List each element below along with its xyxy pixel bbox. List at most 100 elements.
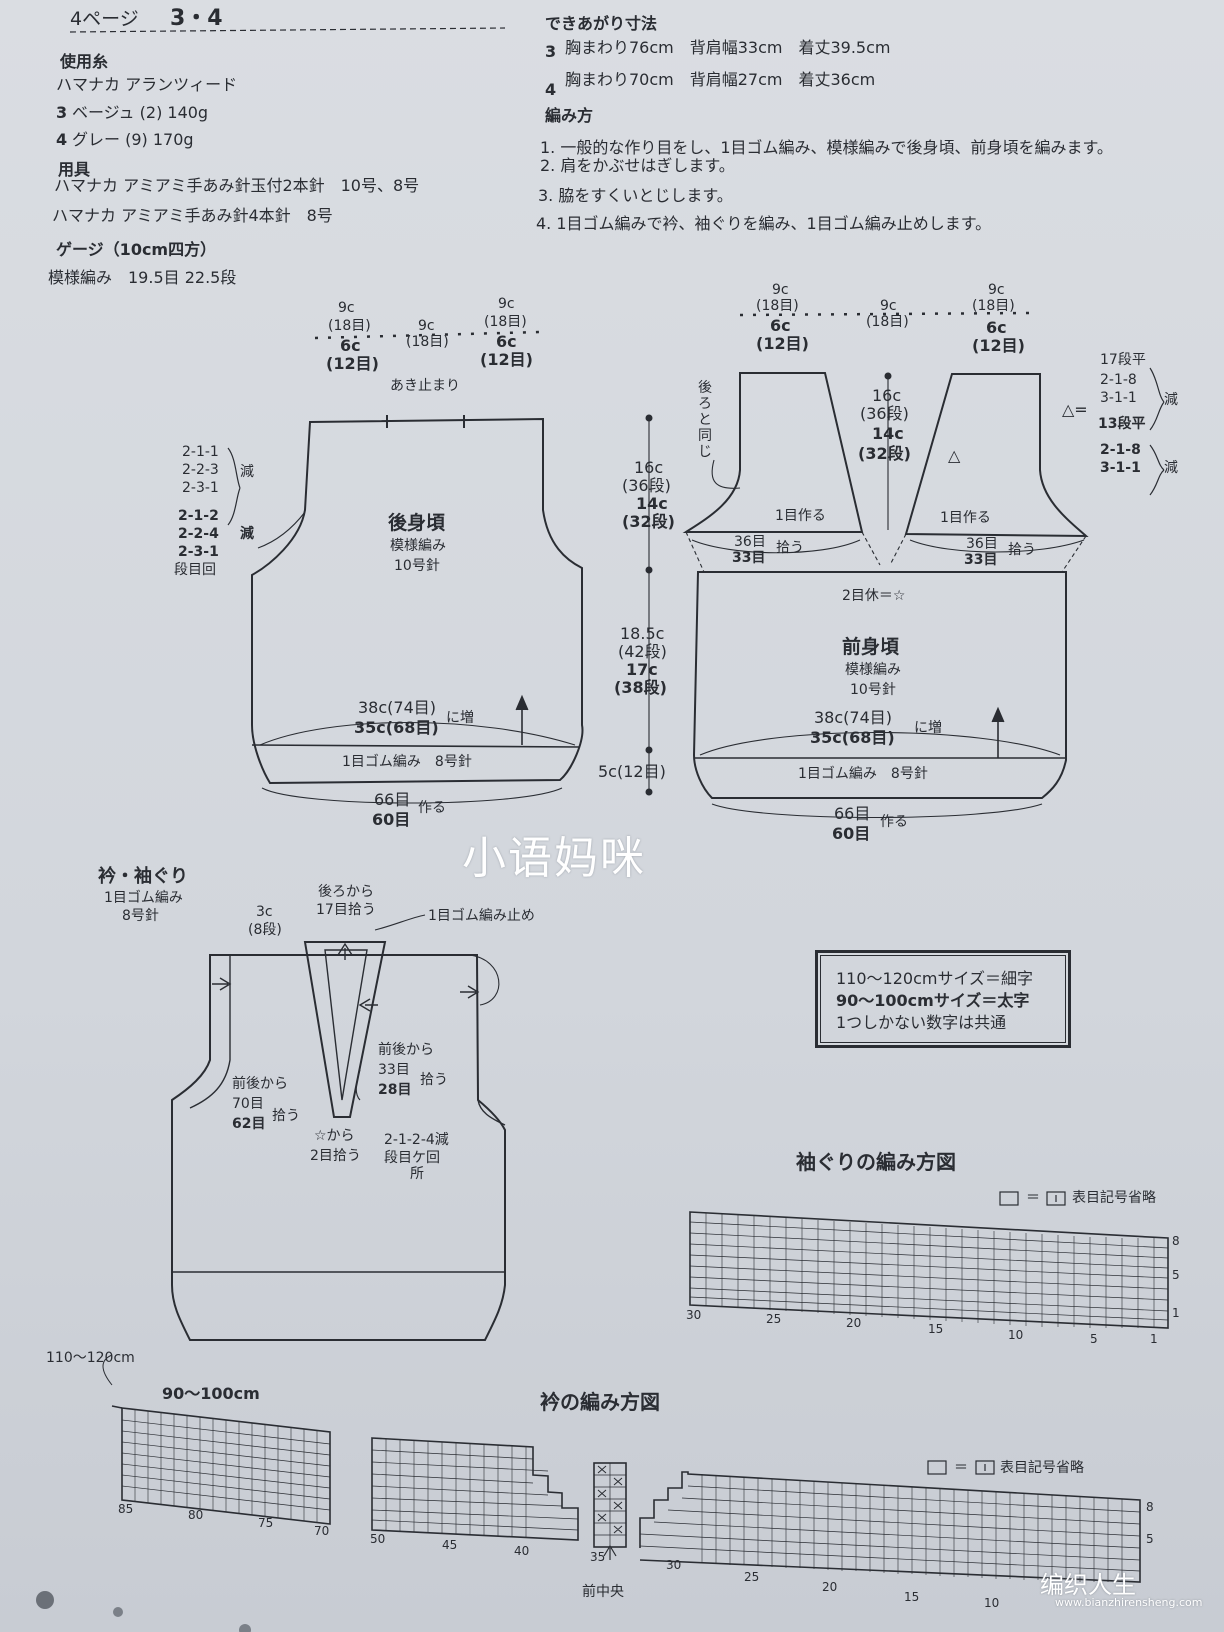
collar-arm-a: 前後から xyxy=(232,1076,288,1092)
back-top-right-b: (18目) xyxy=(484,314,527,330)
mid-body-b: (42段) xyxy=(618,642,667,661)
finished-size-3-number: 3 xyxy=(545,42,557,61)
armhole-legend-empty-square xyxy=(999,1191,1019,1206)
front-title: 前身頃 xyxy=(842,636,900,658)
front-pick-left-b: 33目 xyxy=(732,550,766,566)
size-legend-line1: 110〜120cmサイズ＝細字 xyxy=(836,969,1033,988)
collar-dec-c: 所 xyxy=(410,1166,424,1182)
back-top-right-c: 6c xyxy=(496,332,517,351)
yarn-brand: ハマナカ アランツィード xyxy=(56,75,238,94)
armhole-legend-knit-square xyxy=(1046,1191,1066,1206)
front-top-right-b: (18目) xyxy=(972,298,1015,314)
collar-arm-c: 62目 xyxy=(232,1116,266,1132)
collar-bindoff-leader xyxy=(374,914,426,931)
front-pick-left-a: 36目 xyxy=(734,534,766,550)
collar-x-40: 40 xyxy=(514,1544,530,1558)
front-r-c: 2-1-8 xyxy=(1100,442,1141,458)
collar-y-5: 5 xyxy=(1146,1532,1154,1546)
method-step-1: 1. 一般的な作り目をし、1目ゴム編み、模様編みで後身頃、前身頃を編みます。 xyxy=(540,138,1113,157)
back-increase: に増 xyxy=(446,710,474,726)
watermark-text: 小语妈咪 xyxy=(462,833,646,884)
back-cast-b: 60目 xyxy=(372,810,411,829)
collar-chart-title: 衿の編み方図 xyxy=(540,1390,660,1414)
mid-body-c: 17c xyxy=(626,660,658,679)
back-pattern: 模様編み xyxy=(390,538,446,554)
yarn-size-4: グレー (9) 170g xyxy=(72,130,194,149)
binding-hole-1 xyxy=(36,1591,54,1609)
back-width-a: 38c(74目) xyxy=(358,698,437,717)
collar-x-35: 35 xyxy=(590,1550,606,1564)
armhole-y-1: 1 xyxy=(1172,1306,1180,1320)
collar-sub2: 8号針 xyxy=(122,908,159,924)
armhole-x-10: 10 xyxy=(1008,1328,1024,1342)
collar-3c: 3c xyxy=(256,904,273,920)
front-make1-right: 1目作る xyxy=(940,510,991,526)
front-right-shoulder-piece xyxy=(904,373,1089,538)
collar-x-70: 70 xyxy=(314,1524,330,1538)
collar-legend-knit-square xyxy=(975,1460,995,1475)
collar-legend-empty-square xyxy=(927,1460,947,1475)
back-dec-label-1: 減 xyxy=(240,464,254,480)
front-cast-a: 66目 xyxy=(834,804,871,823)
site-logo: 编织人生 xyxy=(1040,1571,1136,1599)
collar-bind-off: 1目ゴム編み止め xyxy=(428,908,535,924)
yarn-size-4-number: 4 xyxy=(56,130,68,149)
front-top-left-b: (18目) xyxy=(756,298,799,314)
page-number: 4ページ xyxy=(70,8,139,30)
method-step-3: 3. 脇をすくいとじします。 xyxy=(538,186,733,205)
collar-bindoff-leader2 xyxy=(469,954,500,1006)
finished-size-3: 胸まわり76cm 背肩幅33cm 着丈39.5cm xyxy=(565,38,891,57)
collar-legend-eq: ＝ xyxy=(954,1460,968,1476)
collar-fb-d: 拾う xyxy=(420,1072,448,1088)
finished-size-4: 胸まわり70cm 背肩幅27cm 着丈36cm xyxy=(565,70,876,89)
front-top-right-a: 9c xyxy=(988,282,1005,298)
front-top-mid-b: (18目) xyxy=(866,314,909,330)
armhole-x-20: 20 xyxy=(846,1316,862,1330)
front-body-outline xyxy=(692,571,1067,799)
back-top-left-d: (12目) xyxy=(326,354,379,373)
finished-size-4-number: 4 xyxy=(545,80,557,99)
front-top-left-a: 9c xyxy=(772,282,789,298)
armhole-x-25: 25 xyxy=(766,1312,782,1326)
front-top-right-c: 6c xyxy=(986,318,1007,337)
front-pick-label-left: 拾う xyxy=(776,540,804,556)
collar-fb-c: 28目 xyxy=(378,1082,412,1098)
collar-x-15: 15 xyxy=(904,1590,920,1604)
front-dec-1: 減 xyxy=(1164,392,1178,408)
front-top-dots xyxy=(739,311,1031,317)
front-top-left-c: 6c xyxy=(770,316,791,335)
back-dec-2: 2-2-3 xyxy=(182,462,219,478)
mid-armhole-d: (32段) xyxy=(622,512,675,531)
binding-hole-2 xyxy=(113,1607,123,1617)
collar-x-80: 80 xyxy=(188,1508,204,1522)
front-neck-d: (32段) xyxy=(858,444,911,463)
front-left-dashed xyxy=(685,531,881,573)
tool-2: ハマナカ アミアミ手あみ針4本針 8号 xyxy=(52,206,333,225)
front-triangle: △ xyxy=(948,446,961,465)
collar-y-8: 8 xyxy=(1146,1500,1154,1514)
collar-fb-b: 33目 xyxy=(378,1062,410,1078)
collar-left-armhole-band xyxy=(189,954,231,1109)
collar-arm-d: 拾う xyxy=(272,1108,300,1124)
collar-dec-a: 2-1-2-4減 xyxy=(384,1132,449,1148)
back-dec-6: 2-3-1 xyxy=(178,544,219,560)
collar-x-10: 10 xyxy=(984,1596,1000,1610)
collar-legend-text: 表目記号省略 xyxy=(1000,1460,1084,1476)
finished-title: できあがり寸法 xyxy=(545,14,658,33)
method-step-4: 4. 1目ゴム編みで衿、袖ぐりを編み、1目ゴム編み止めします。 xyxy=(536,214,992,233)
collar-star-a: ☆から xyxy=(314,1128,355,1144)
collar-side-arrow-left xyxy=(212,977,232,991)
front-cast-b: 60目 xyxy=(832,824,871,843)
back-increase-curve xyxy=(259,722,576,746)
collar-back-pick-b: 17目拾う xyxy=(316,902,376,918)
yarn-size-3: ベージュ (2) 140g xyxy=(72,103,209,122)
mid-rib: 5c(12目) xyxy=(598,762,666,781)
front-r-a: 2-1-8 xyxy=(1100,372,1137,388)
front-r13: 13段平 xyxy=(1098,416,1146,432)
collar-center-label: 前中央 xyxy=(582,1584,624,1600)
front-pattern: 模様編み xyxy=(845,662,901,678)
front-pick-label-right: 拾う xyxy=(1008,542,1036,558)
collar-x-25: 25 xyxy=(744,1570,760,1584)
collar-x-45: 45 xyxy=(442,1538,458,1552)
